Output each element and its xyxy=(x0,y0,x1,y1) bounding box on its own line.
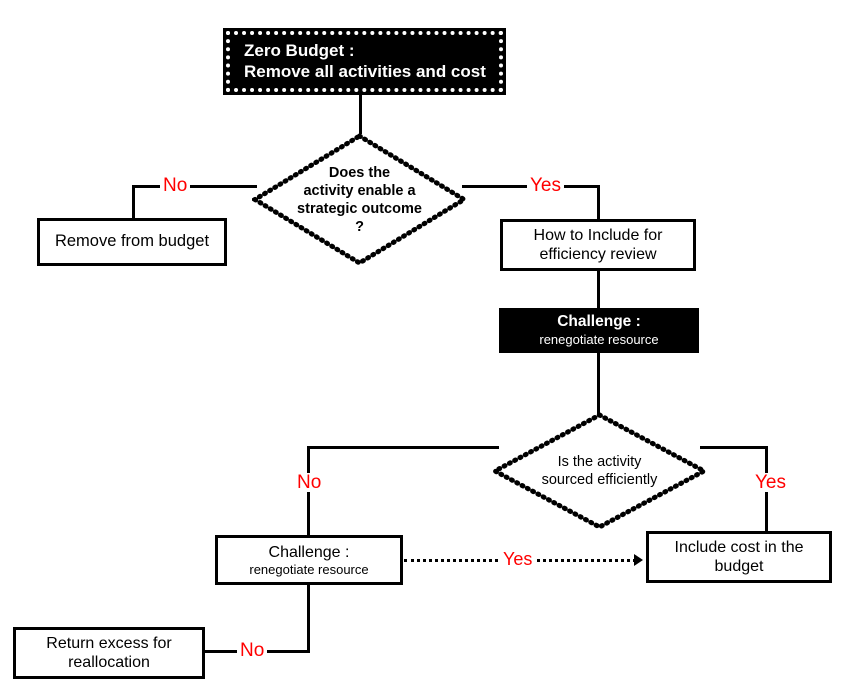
node-challenge-black-line1: Challenge : xyxy=(557,313,641,331)
node-remove-from-budget-line1: Remove from budget xyxy=(54,232,210,251)
node-challenge-black-line2: renegotiate resource xyxy=(539,332,659,347)
node-challenge-white-line1: Challenge : xyxy=(268,543,350,561)
node-return-excess-line1: Return excess for xyxy=(46,634,172,652)
node-include-cost[interactable]: Include cost in the budget xyxy=(646,531,832,583)
node-zero-budget-line2: Remove all activities and cost xyxy=(244,61,486,81)
node-challenge-white-line2: renegotiate resource xyxy=(249,561,369,577)
edge-label-sourced-no: No xyxy=(294,473,325,492)
node-include-cost-line1: Include cost in the xyxy=(674,538,804,556)
arrowhead-icon xyxy=(634,554,643,566)
diamond-shape-icon xyxy=(492,412,707,530)
edge-label-strategic-yes: Yes xyxy=(527,176,564,195)
connector-sourced-no-horizontal xyxy=(307,446,499,449)
connector-zerobudget-to-decision xyxy=(359,92,362,134)
node-remove-from-budget[interactable]: Remove from budget xyxy=(37,218,227,266)
node-return-excess-line2: reallocation xyxy=(68,654,150,671)
node-decision-strategic[interactable]: Does the activity enable a strategic out… xyxy=(252,133,467,266)
connector-howinclude-to-challenge xyxy=(597,271,600,309)
node-how-to-include-line1: How to Include for xyxy=(533,226,663,244)
connector-strategic-no-horizontal xyxy=(132,185,257,188)
node-how-to-include-line2: efficiency review xyxy=(539,246,657,263)
edge-label-sourced-yes: Yes xyxy=(752,473,789,492)
connector-strategic-yes-vertical xyxy=(597,185,600,220)
connector-sourced-yes-horizontal xyxy=(700,446,768,449)
connector-challenge-no-vertical xyxy=(307,585,310,653)
node-include-cost-line2: budget xyxy=(714,558,764,575)
node-challenge-white[interactable]: Challenge : renegotiate resource xyxy=(215,535,403,585)
node-how-to-include[interactable]: How to Include for efficiency review xyxy=(500,219,696,271)
node-zero-budget[interactable]: Zero Budget : Remove all activities and … xyxy=(223,28,506,95)
node-decision-sourced[interactable]: Is the activity sourced efficiently xyxy=(492,412,707,530)
node-challenge-black[interactable]: Challenge : renegotiate resource xyxy=(499,308,699,353)
edge-label-strategic-no: No xyxy=(160,176,191,195)
edge-label-challenge-yes: Yes xyxy=(500,550,536,568)
node-zero-budget-line1: Zero Budget : xyxy=(244,41,355,61)
node-return-excess[interactable]: Return excess for reallocation xyxy=(13,627,205,679)
edge-label-challenge-no: No xyxy=(237,641,268,660)
diamond-shape-icon xyxy=(252,133,467,266)
connector-strategic-no-vertical xyxy=(132,185,135,219)
connector-challenge-to-decision-sourced xyxy=(597,353,600,415)
